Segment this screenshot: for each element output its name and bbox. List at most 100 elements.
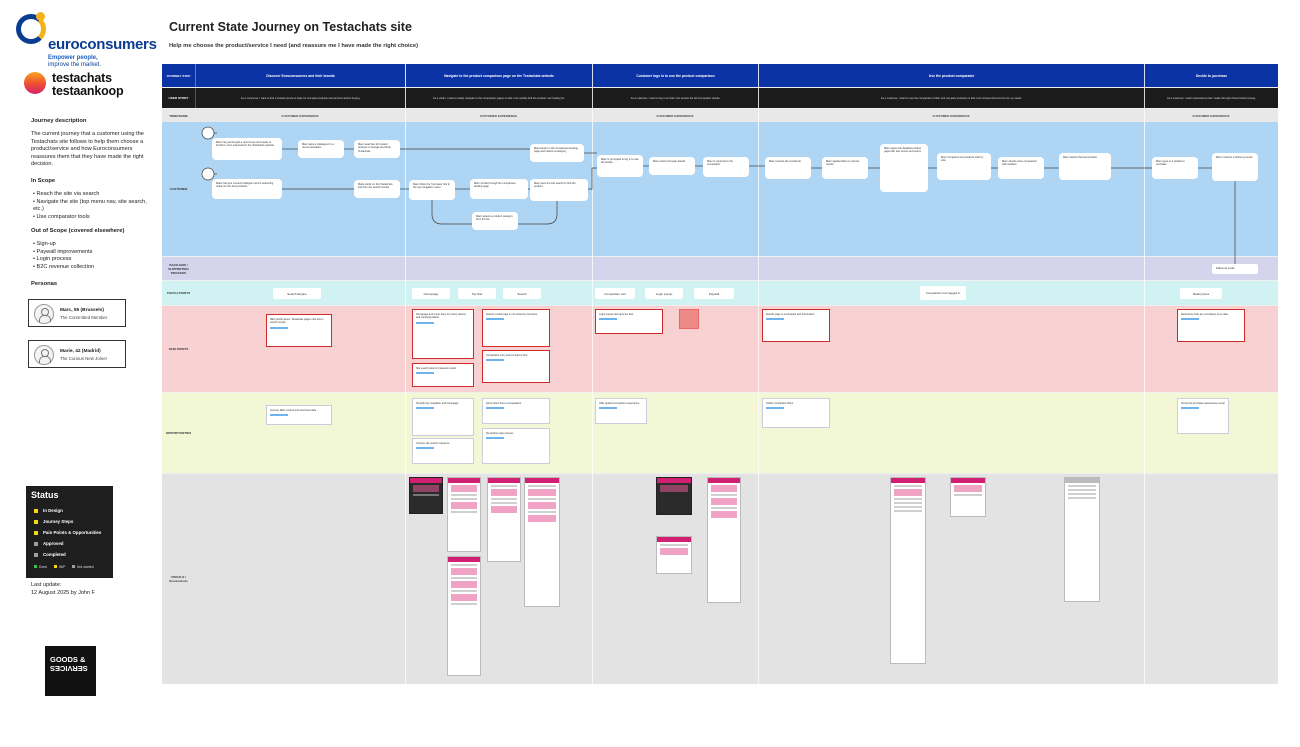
testachats-wordmark: testachats	[52, 71, 112, 85]
euroconsumers-logo[interactable]: euroconsumers Empower people,improve the…	[14, 12, 157, 68]
journey-step-card[interactable]: Marc clicks the 'Compare' link in the to…	[409, 180, 455, 200]
pain-point-text: Site search returns irrelevant results	[416, 367, 457, 370]
screenshot-thumbnail[interactable]	[950, 477, 986, 517]
journey-step-card[interactable]: Marc lands on the comparison landing pag…	[530, 144, 584, 162]
pain-point-card[interactable]: Retail price links are not always up to …	[1177, 309, 1245, 342]
stage-title[interactable]: Customer logs in to use the product comp…	[592, 64, 758, 87]
journey-step-card[interactable]: Marc has just bought a new house and nee…	[212, 138, 282, 160]
journey-step-card[interactable]: Marc receives a follow-up email	[1212, 153, 1258, 181]
journey-step-card[interactable]: Marc compares two products side by side	[937, 153, 991, 180]
pain-point-sticky[interactable]	[679, 309, 699, 329]
screenshot-thumbnail[interactable]	[656, 477, 692, 515]
status-swatch-icon	[34, 552, 38, 557]
legend-swatch-icon	[72, 565, 75, 568]
stage-title[interactable]: Discover Euroconsumers and their brands	[195, 64, 405, 87]
pain-point-card[interactable]: SEO performance: Testachats pages rank l…	[266, 314, 332, 347]
persona-card-marie[interactable]: Marie, 42 (Madrid) The Curious New Joine…	[28, 340, 126, 368]
journey-step-card[interactable]: Marc goes to a retailer to purchase	[1152, 157, 1198, 179]
page-title: Current State Journey on Testachats site	[169, 20, 412, 34]
screenshot-thumbnail[interactable]	[890, 477, 926, 664]
touchpoint-tag[interactable]: Top Nav	[458, 288, 496, 299]
opportunity-card[interactable]: Clarify comparator filters	[762, 398, 830, 428]
journey-step-card[interactable]: Marc searches for trusted reviews on Goo…	[354, 140, 400, 158]
journey-step-card[interactable]: Marc selects the best product	[1059, 153, 1111, 180]
pain-point-card[interactable]: Homepage and menu have too many options …	[412, 309, 474, 359]
screenshot-thumbnail[interactable]	[487, 477, 521, 562]
opportunity-card[interactable]: Improve SEO content and structured data	[266, 405, 332, 425]
opportunity-text: Clarify comparator filters	[766, 402, 794, 405]
pain-point-tag	[486, 318, 504, 321]
pain-point-card[interactable]: Results page is overloaded with informat…	[762, 309, 830, 342]
touchpoint-tag[interactable]: Retail prices	[1180, 288, 1222, 299]
out-of-scope-item: B2C revenue collection	[33, 264, 151, 272]
opportunity-tag	[486, 437, 504, 440]
pain-point-card[interactable]: Search results page is not sorted by rel…	[482, 309, 550, 347]
pain-point-text: Homepage and menu have too many options …	[416, 313, 466, 320]
last-update: Last update: 12 August 2025 by John F	[31, 582, 95, 597]
journey-step-card[interactable]: Marie has just moved to Belgium and is s…	[212, 179, 282, 199]
journey-board[interactable]: JOURNEY STEP Discover Euroconsumers and …	[162, 64, 1278, 684]
screenshot-thumbnail[interactable]	[656, 536, 692, 574]
journey-step-card[interactable]: Marc scrolls through the comparison land…	[470, 179, 528, 199]
journey-step-card[interactable]: Marc reviews the results list	[765, 157, 811, 179]
screenshot-thumbnail[interactable]	[409, 477, 443, 514]
screenshot-thumbnail[interactable]	[1064, 477, 1100, 602]
testachats-logo[interactable]: testachats testaankoop	[24, 70, 164, 100]
opportunity-text: Improve site search relevance	[416, 442, 450, 445]
touchpoint-tag[interactable]: Comparator tool logged in	[920, 286, 966, 300]
lane-label: OPPORTUNITIES	[165, 431, 192, 435]
lane-label: VISUALS / Screenshots	[169, 575, 188, 583]
journey-step-card[interactable]: Marc opens the detailed product page wit…	[880, 144, 928, 192]
journey-step-card[interactable]: Marc is returned to the comparator	[703, 157, 749, 177]
journey-step-card[interactable]: Marc uses the site search to find the pr…	[530, 179, 588, 201]
opportunity-text: Streamline login process	[486, 432, 514, 435]
screenshot-thumbnail[interactable]	[447, 556, 481, 676]
journey-step-card[interactable]: Marc selects a product category from the…	[472, 212, 518, 230]
lane-journey-step: JOURNEY STEP Discover Euroconsumers and …	[162, 64, 1278, 87]
journey-step-card[interactable]: Marie clicks on the Testachats link from…	[354, 180, 400, 198]
pain-point-card[interactable]: Site search returns irrelevant results	[412, 363, 474, 387]
journey-step-card[interactable]: Marc enters his login details	[649, 157, 695, 175]
lane-opportunities: OPPORTUNITIES Improve SEO content and st…	[162, 393, 1278, 473]
opportunity-card[interactable]: Improve site search relevance	[412, 438, 474, 464]
opportunity-tag	[1181, 407, 1199, 410]
journey-step-card[interactable]: Marc checks price comparison with retail…	[998, 157, 1044, 179]
touchpoint-tag[interactable]: Login popup	[645, 288, 683, 299]
journey-description-heading: Journey description	[31, 118, 87, 124]
logo-ring-icon	[16, 14, 46, 44]
backend-card[interactable]: Follow-up email	[1212, 264, 1258, 274]
screenshot-thumbnail[interactable]	[524, 477, 560, 607]
pain-point-card[interactable]: Login popup interrupts the flow	[595, 309, 663, 334]
screenshot-thumbnail[interactable]	[707, 477, 741, 603]
actor-label: CUSTOMER EXPERIENCE	[1192, 113, 1230, 118]
touchpoint-tag[interactable]: Search Engine	[273, 288, 321, 299]
status-item: Approved	[34, 541, 64, 546]
stage-title[interactable]: Use the product comparator	[758, 64, 1144, 87]
touchpoint-tag[interactable]: Homepage	[412, 288, 450, 299]
persona-avatar-icon	[34, 345, 54, 365]
opportunity-text: Add a direct link to comparators	[486, 402, 522, 405]
opportunity-card[interactable]: Simplify top navigation and homepage	[412, 398, 474, 436]
status-swatch-icon	[34, 541, 38, 546]
journey-step-card[interactable]: Marc is prompted to log in to see full r…	[597, 155, 643, 177]
journey-step-card[interactable]: Marc asks a colleague for a recommendati…	[298, 140, 344, 158]
stage-title[interactable]: Navigate to the product comparison page …	[405, 64, 592, 87]
persona-card-marc[interactable]: Marc, 55 (Brussels) The Committed Member	[28, 299, 126, 327]
pain-point-card[interactable]: Comparator entry point is hard to find	[482, 350, 550, 383]
status-legend: Status In Design Journey Steps Pain Poin…	[26, 486, 113, 578]
opportunity-card[interactable]: Add a direct link to comparators	[482, 398, 550, 424]
opportunity-card[interactable]: Send post-purchase reassurance email	[1177, 398, 1229, 434]
touchpoint-tag[interactable]: Comparator tool	[595, 288, 635, 299]
opportunity-card[interactable]: Streamline login process	[482, 428, 550, 464]
opportunity-card[interactable]: Offer guided comparison experience	[595, 398, 647, 424]
stage-title[interactable]: Decide to purchase	[1144, 64, 1278, 87]
pain-point-tag	[766, 318, 784, 321]
journey-step-card[interactable]: Marc applies filters to narrow results	[822, 157, 868, 179]
user-story: As a customer, I want to use the compara…	[758, 88, 1144, 108]
stage-divider	[1144, 64, 1145, 684]
testachats-sun-icon	[24, 72, 46, 94]
touchpoint-tag[interactable]: Search	[503, 288, 541, 299]
status-swatch-icon	[34, 519, 38, 524]
touchpoint-tag[interactable]: Paywall	[694, 288, 734, 299]
screenshot-thumbnail[interactable]	[447, 477, 481, 552]
